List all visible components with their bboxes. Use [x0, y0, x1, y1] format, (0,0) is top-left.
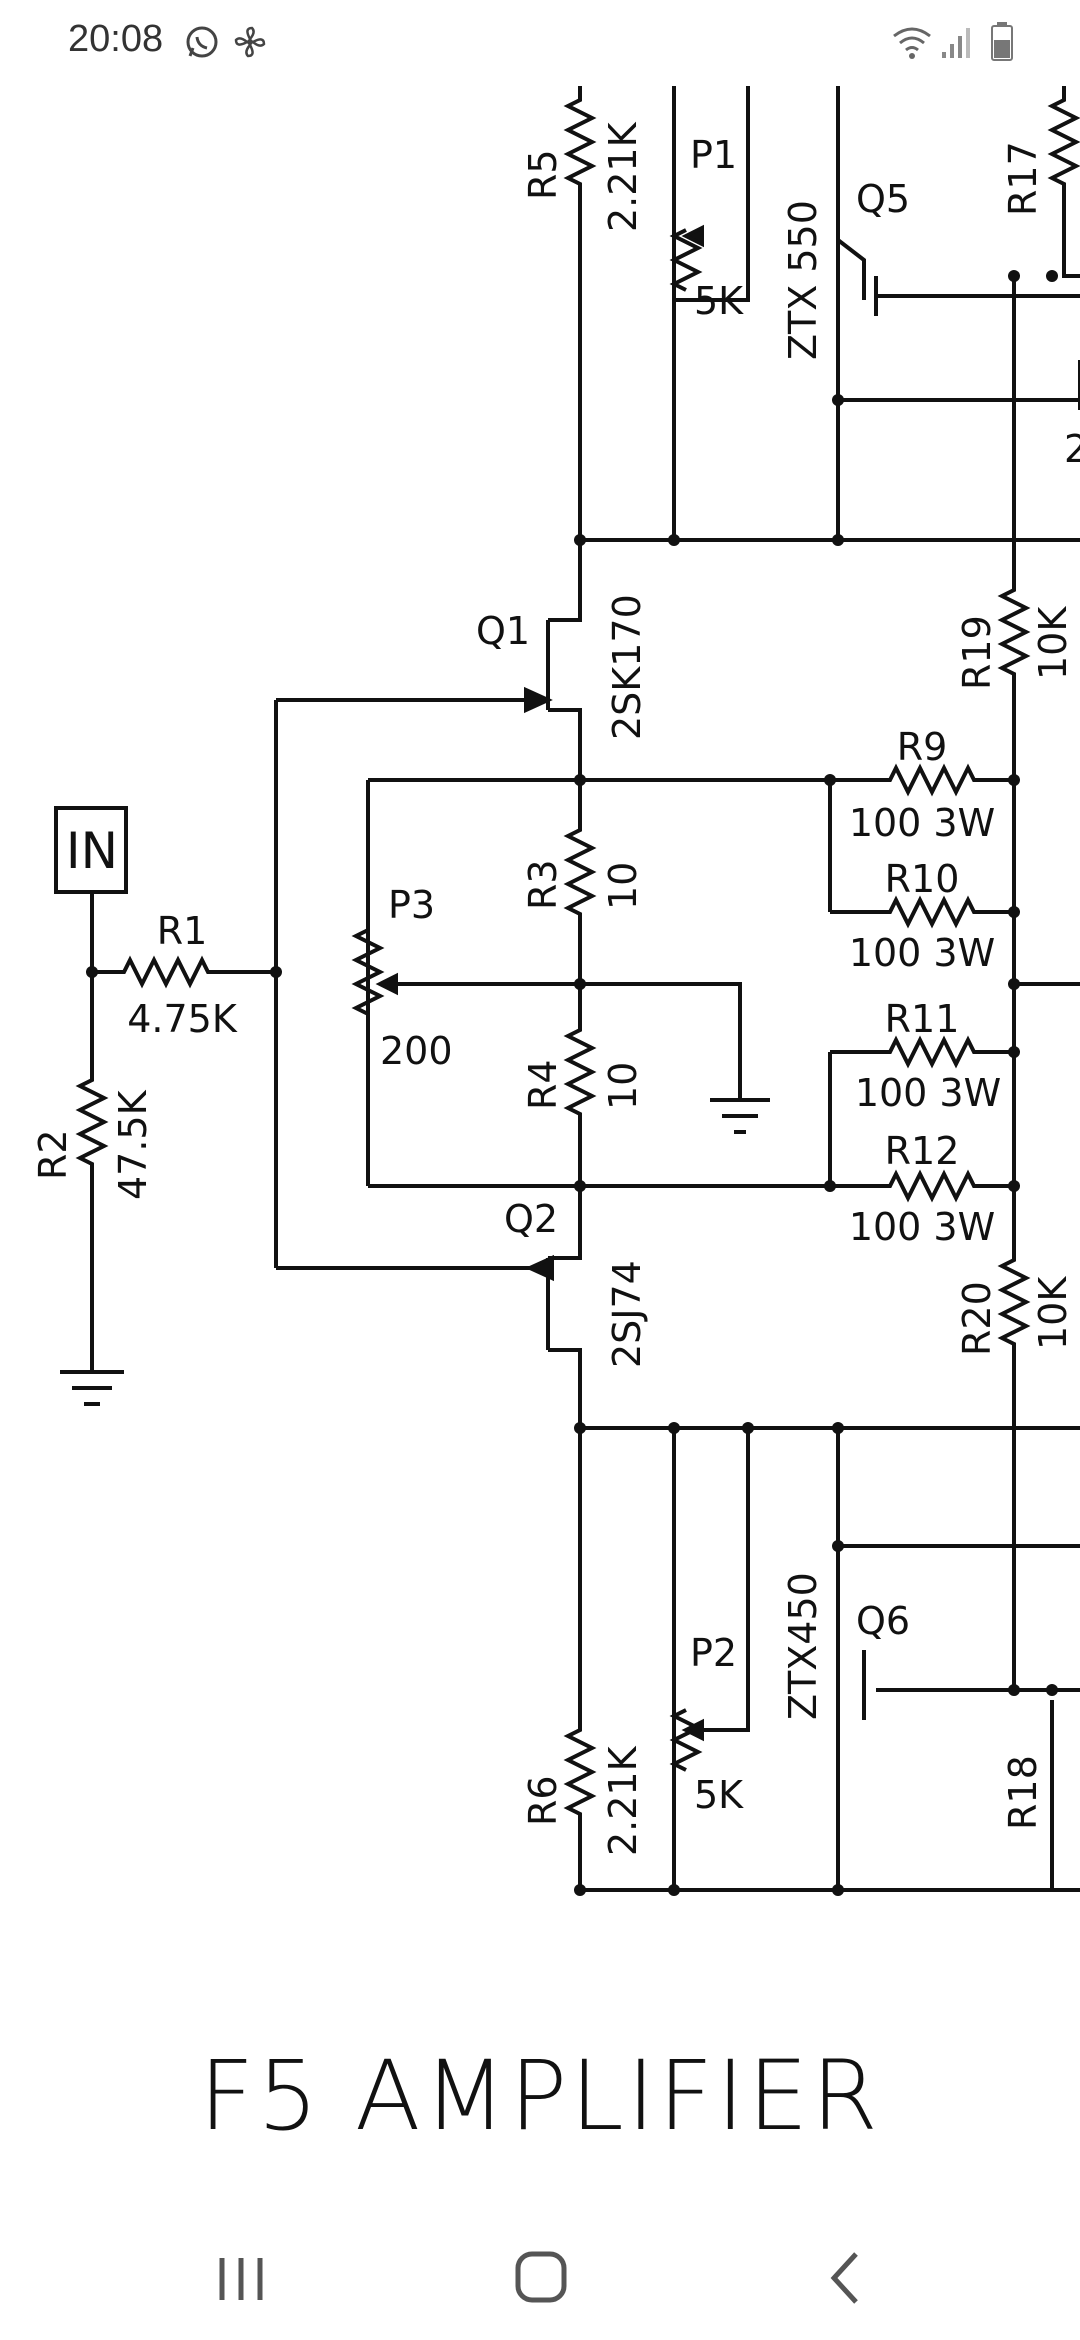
- p1-value: 5K: [694, 279, 744, 323]
- r3-ref: R3: [521, 859, 565, 910]
- r12-value: 100 3W: [849, 1205, 995, 1249]
- r17-ref: R17: [1001, 141, 1045, 216]
- q6-ref: Q6: [856, 1599, 910, 1643]
- q1-ref: Q1: [476, 609, 530, 653]
- r20-ref: R20: [955, 1281, 999, 1356]
- q5-ref: Q5: [856, 177, 910, 221]
- q6-part: ZTX450: [781, 1572, 825, 1720]
- r19-ref: R19: [955, 615, 999, 690]
- r5-ref: R5: [521, 149, 565, 200]
- r1-value: 4.75K: [127, 997, 238, 1041]
- r4-value: 10: [601, 1062, 645, 1110]
- p1-ref: P1: [690, 133, 737, 177]
- r18-ref: R18: [1001, 1755, 1045, 1830]
- back-button[interactable]: [800, 2240, 890, 2310]
- r9-ref: R9: [897, 725, 948, 769]
- r4-ref: R4: [521, 1059, 565, 1110]
- r1-ref: R1: [157, 909, 208, 953]
- whatsapp-icon: [186, 26, 218, 58]
- r20-value: 10K: [1031, 1276, 1075, 1350]
- diagram-title: F5 AMPLIFIER: [199, 2040, 881, 2152]
- battery-icon: [991, 22, 1013, 61]
- q2-ref: Q2: [504, 1197, 558, 1241]
- status-bar: 20:08: [0, 0, 1080, 86]
- q2-part: 2SJ74: [605, 1260, 649, 1368]
- edge-fragment-label: 2: [1064, 427, 1080, 471]
- fan-icon: [234, 26, 266, 58]
- home-icon: [515, 2251, 567, 2303]
- r6-value: 2.21K: [601, 1745, 645, 1856]
- home-button[interactable]: [496, 2240, 586, 2310]
- p3-value: 200: [380, 1029, 453, 1073]
- r5-value: 2.21K: [601, 121, 645, 232]
- r12-ref: R12: [885, 1129, 960, 1173]
- p2-ref: P2: [690, 1631, 737, 1675]
- q1-part: 2SK170: [605, 594, 649, 740]
- navigation-bar: [0, 2200, 1080, 2340]
- r6-ref: R6: [521, 1775, 565, 1826]
- r2-ref: R2: [31, 1129, 75, 1180]
- p2-value: 5K: [694, 1773, 744, 1817]
- r19-value: 10K: [1031, 606, 1075, 680]
- r9-value: 100 3W: [849, 801, 995, 845]
- p3-ref: P3: [388, 883, 435, 927]
- r10-ref: R10: [885, 857, 960, 901]
- q5-part: ZTX 550: [781, 200, 825, 360]
- r11-value: 100 3W: [855, 1071, 1001, 1115]
- recent-apps-icon: [219, 2258, 263, 2300]
- r2-value: 47.5K: [111, 1089, 155, 1200]
- r10-value: 100 3W: [849, 931, 995, 975]
- input-label: IN: [66, 822, 118, 880]
- wifi-icon: [893, 27, 931, 59]
- back-icon: [830, 2252, 858, 2304]
- status-time: 20:08: [68, 18, 164, 60]
- r11-ref: R11: [885, 997, 960, 1041]
- r3-value: 10: [601, 862, 645, 910]
- recent-apps-button[interactable]: [196, 2240, 286, 2310]
- signal-icon: [942, 28, 970, 58]
